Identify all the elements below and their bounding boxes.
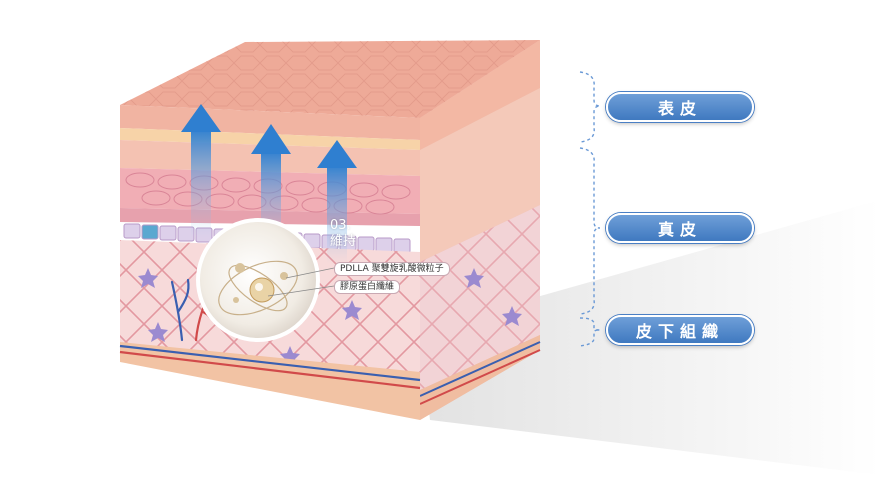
upward-arrow-icon [181,104,221,238]
step-title: 維持 [330,234,357,249]
layer-label-subcutaneous: 皮下組織 [606,315,754,345]
upward-arrow-icon [317,140,357,264]
step-number: 03. [330,218,351,233]
layer-bracket [579,71,601,347]
callout-collagen-fiber: 膠原蛋白纖維 [334,280,401,294]
pdlla-particle-magnifier [196,218,320,342]
callout-pdlla-particle: PDLLA 聚雙旋乳酸微粒子 [334,262,450,276]
layer-label-dermis: 真皮 [606,213,754,243]
layer-label-epidermis: 表皮 [606,92,754,122]
